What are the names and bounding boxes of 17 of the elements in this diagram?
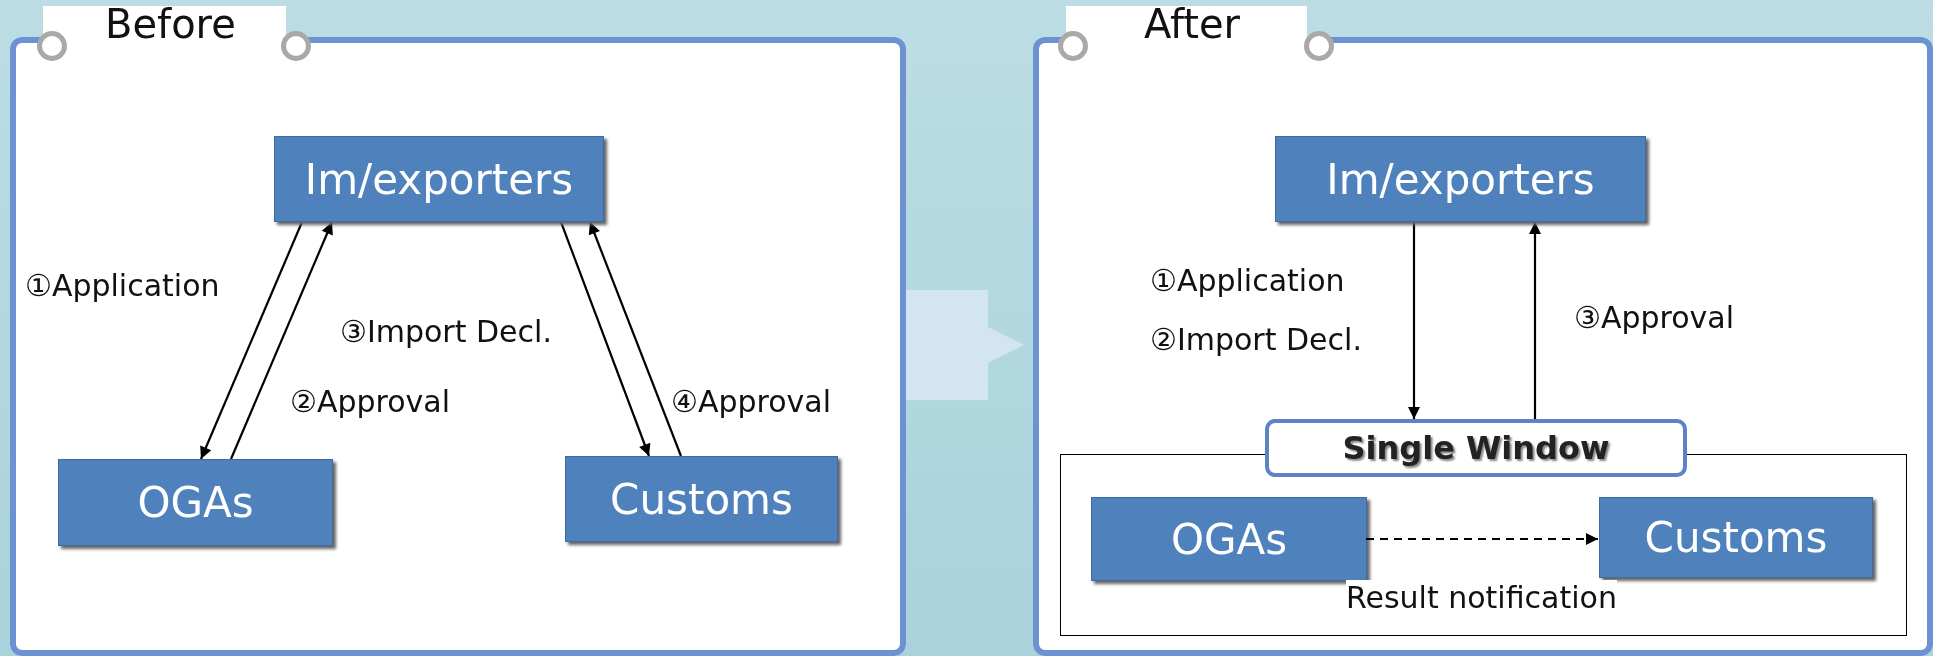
arrow: [588, 221, 683, 457]
process-box: Customs: [565, 456, 838, 542]
arrow: [200, 221, 303, 460]
process-box: Im/exporters: [1275, 136, 1646, 222]
panel-title: After: [1066, 6, 1307, 43]
arrow: [1529, 222, 1541, 419]
process-box: OGAs: [1091, 497, 1367, 581]
arrow: [1408, 222, 1420, 419]
platform-box: Single Window: [1265, 419, 1687, 477]
arrow: [559, 221, 651, 457]
process-box: Customs: [1599, 497, 1873, 578]
process-box: Im/exporters: [274, 136, 604, 222]
arrow: [230, 221, 333, 460]
arrow: [1366, 533, 1598, 545]
panel-title: Before: [43, 6, 286, 43]
process-box: OGAs: [58, 459, 333, 546]
transition-arrow: [906, 290, 1024, 400]
